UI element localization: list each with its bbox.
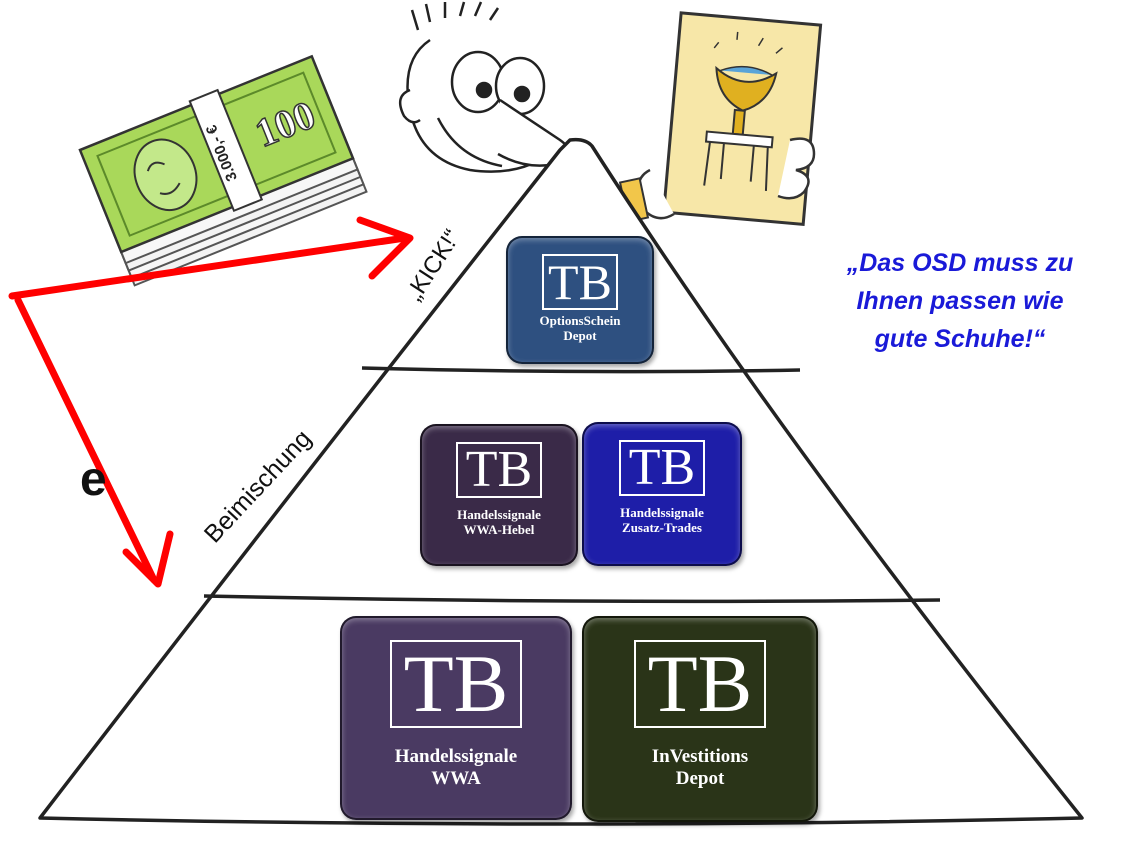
box-label-line-1: Handelssignale	[620, 505, 704, 520]
box-label-line-1: InVestitions	[651, 746, 749, 767]
box-handelssignale-wwa: TB Handelssignale WWA	[340, 616, 572, 820]
box-label-line-1: Handelssignale	[394, 746, 518, 767]
quote-text: „Das OSD muss zu Ihnen passen wie gute S…	[800, 244, 1120, 358]
box-label-line-2: WWA	[431, 767, 481, 789]
box-label-line-2: Depot	[563, 327, 597, 343]
side-text-fragment: e	[80, 453, 107, 506]
box-investitions-depot: TB InVestitions Depot	[582, 616, 818, 822]
box-label-line-2: WWA-Hebel	[463, 521, 535, 537]
quote-line-3: gute Schuhe!“	[874, 325, 1046, 353]
tb-logo: TB	[619, 440, 705, 496]
cartoon-character-icon	[398, 1, 572, 173]
red-arrows-icon	[8, 216, 414, 588]
box-label-line-1: Handelssignale	[457, 507, 541, 522]
grail-picture-icon	[618, 11, 823, 226]
box-optionsschein-depot: TB OptionsSchein Depot	[506, 236, 654, 364]
box-handelssignale-wwa-hebel: TB Handelssignale WWA-Hebel	[420, 424, 578, 566]
tb-logo: TB	[542, 254, 618, 310]
box-label-line-1: OptionsSchein	[539, 313, 621, 328]
tb-logo: TB	[456, 442, 542, 498]
quote-line-1: „Das OSD muss zu	[846, 249, 1074, 277]
tb-logo: TB	[634, 640, 766, 728]
box-label-line-2: Depot	[675, 767, 725, 789]
quote-line-2: Ihnen passen wie	[856, 287, 1064, 315]
box-label-line-2: Zusatz-Trades	[622, 519, 702, 535]
banknote-stack-icon: 3.000,- € 100	[78, 54, 368, 287]
tb-logo: TB	[390, 640, 522, 728]
box-handelssignale-zusatz-trades: TB Handelssignale Zusatz-Trades	[582, 422, 742, 566]
